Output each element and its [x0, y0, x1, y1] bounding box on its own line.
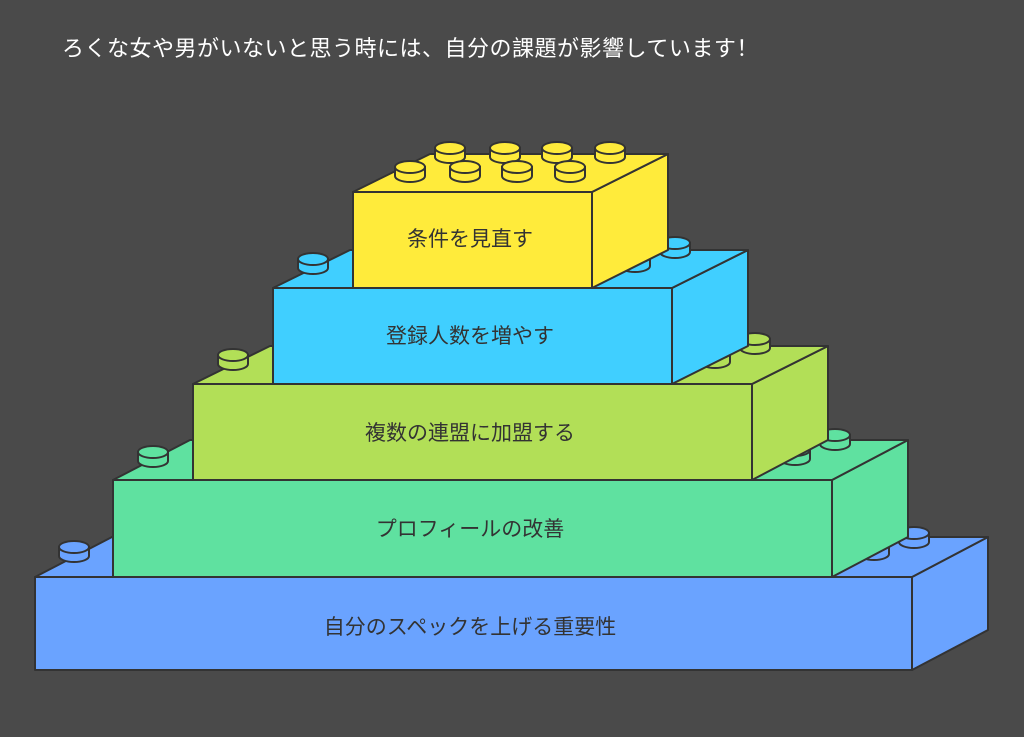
brick-label: 自分のスペックを上げる重要性: [324, 615, 617, 639]
diagram-title: ろくな女や男がいないと思う時には、自分の課題が影響しています！: [62, 37, 759, 62]
brick-front: [34, 576, 913, 671]
stud: [217, 348, 249, 371]
stud: [58, 540, 90, 563]
stud: [137, 445, 169, 468]
stud: [541, 141, 573, 164]
stud: [489, 141, 521, 164]
stud: [449, 160, 481, 183]
brick-label: 複数の連盟に加盟する: [365, 421, 575, 445]
stud: [554, 160, 586, 183]
stud: [501, 160, 533, 183]
stud: [434, 141, 466, 164]
stud: [297, 252, 329, 275]
brick-front: [192, 383, 753, 481]
brick-front: [272, 287, 673, 385]
stud: [594, 141, 626, 164]
stud: [394, 160, 426, 183]
brick-tier-1: 条件を見直す: [352, 141, 669, 289]
brick-label: 登録人数を増やす: [386, 324, 554, 348]
brick-front: [352, 191, 593, 289]
brick-label: 条件を見直す: [407, 227, 533, 251]
brick-front: [112, 479, 833, 578]
brick-label: プロフィールの改善: [376, 517, 565, 541]
